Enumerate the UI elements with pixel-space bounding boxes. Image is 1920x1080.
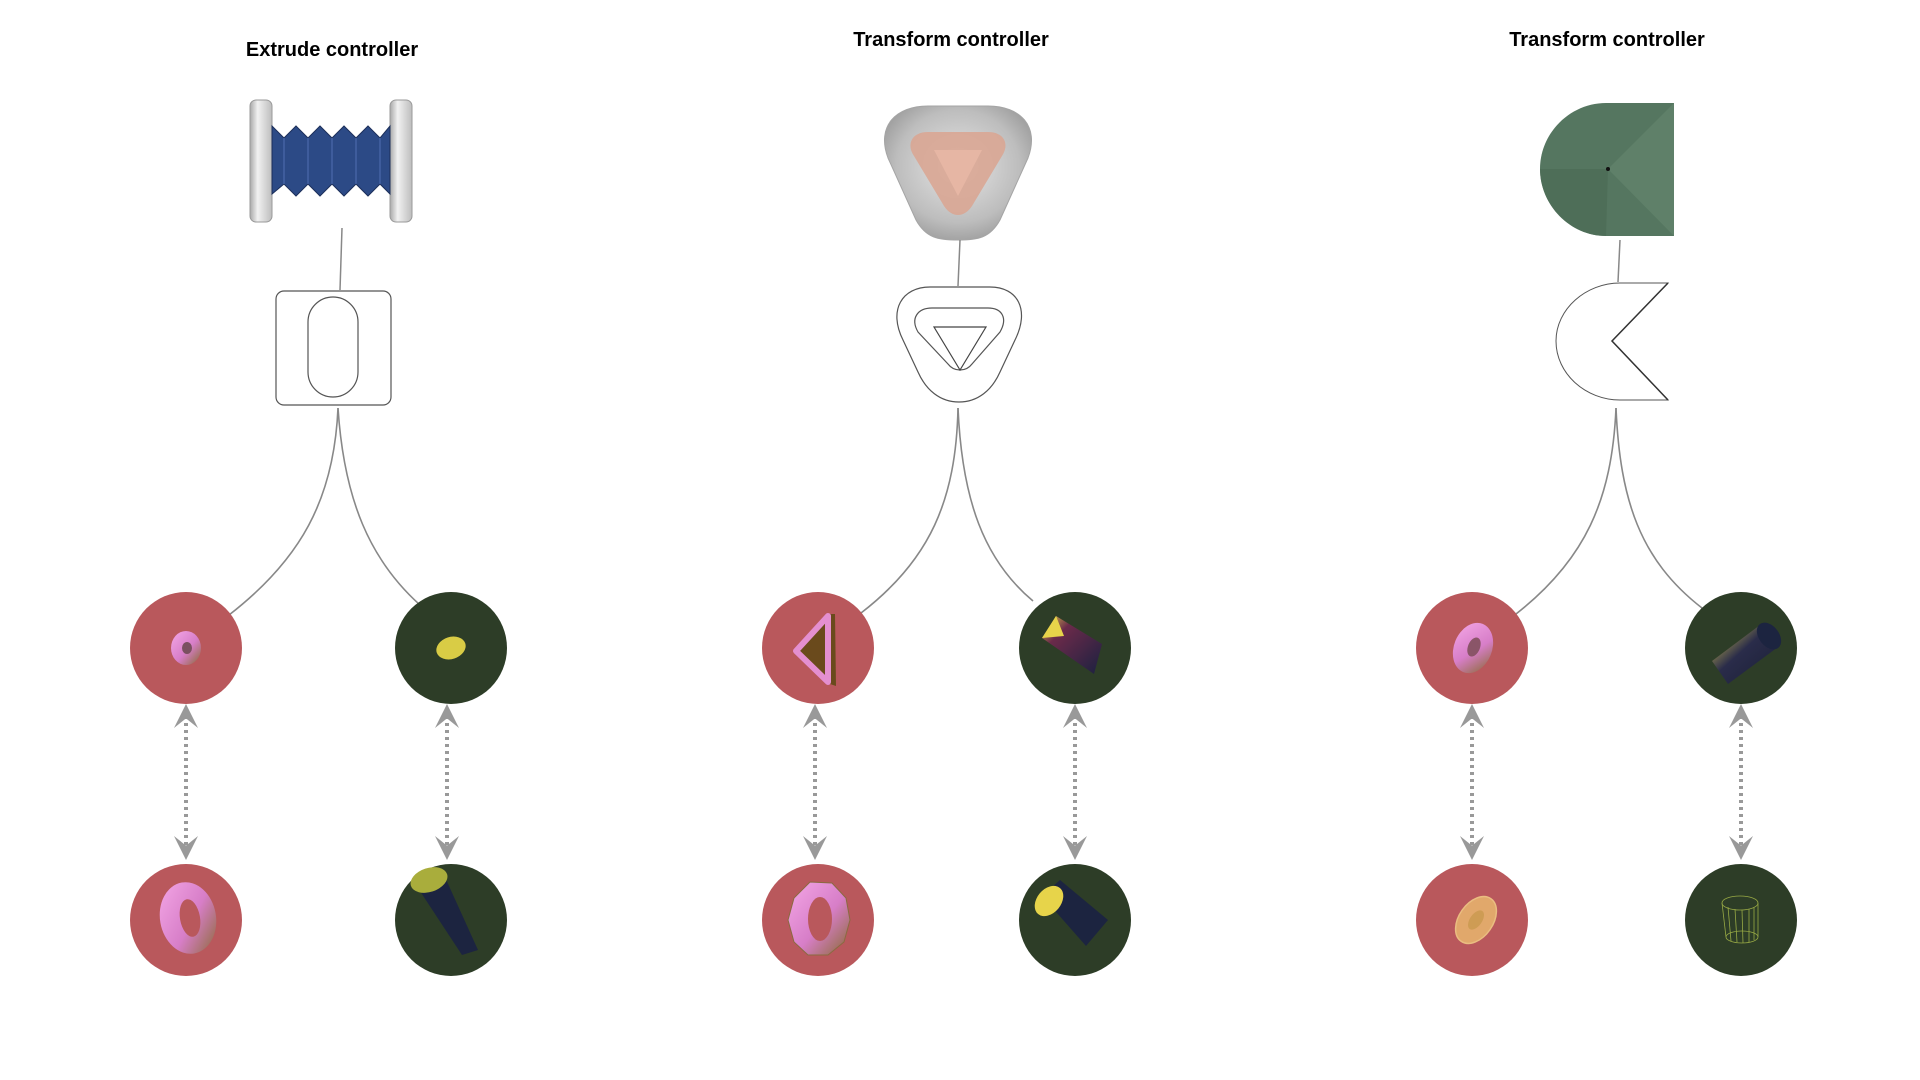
- connector-line: [1617, 239, 1621, 283]
- small-torus-icon: [171, 631, 201, 665]
- column-transform-d: [1416, 103, 1797, 976]
- column-title-1: Extrude controller: [246, 39, 418, 61]
- column-title-3: Transform controller: [1509, 29, 1705, 51]
- triangle-knob-controller-icon: [883, 105, 1033, 241]
- yellow-cylinder-icon: [1712, 622, 1782, 684]
- cylinder-icon: [1034, 880, 1108, 946]
- connector-line: [957, 407, 1034, 602]
- pacman-sketch-icon: [1555, 282, 1670, 401]
- translucent-torus-icon: [1454, 895, 1498, 945]
- connector-line: [1515, 407, 1617, 615]
- triangular-prism-icon: [793, 613, 836, 686]
- d-shaped-controller-icon: [1540, 103, 1674, 236]
- yellow-disc-icon: [436, 636, 466, 660]
- column-transform-triangle: [762, 105, 1131, 976]
- torus-icon: [1452, 622, 1494, 674]
- connector-line: [339, 227, 343, 291]
- faceted-torus-icon: [787, 881, 851, 956]
- triangle-sketch-icon: [896, 286, 1023, 403]
- large-torus-icon: [159, 882, 217, 954]
- tilted-cylinder-icon: [410, 867, 478, 955]
- wireframe-cylinder-icon: [1721, 895, 1759, 944]
- bellows-controller-icon: [249, 99, 413, 223]
- connector-line: [1615, 407, 1703, 609]
- connector-line: [337, 407, 421, 606]
- column-title-2: Transform controller: [853, 29, 1049, 51]
- connector-line: [228, 407, 339, 616]
- connector-line: [957, 239, 961, 287]
- connector-line: [860, 407, 959, 614]
- column-extrude: [130, 99, 507, 976]
- rounded-square-sketch-icon: [275, 290, 392, 406]
- wedge-prism-icon: [1042, 616, 1102, 674]
- node-green-bottom: [1685, 864, 1797, 976]
